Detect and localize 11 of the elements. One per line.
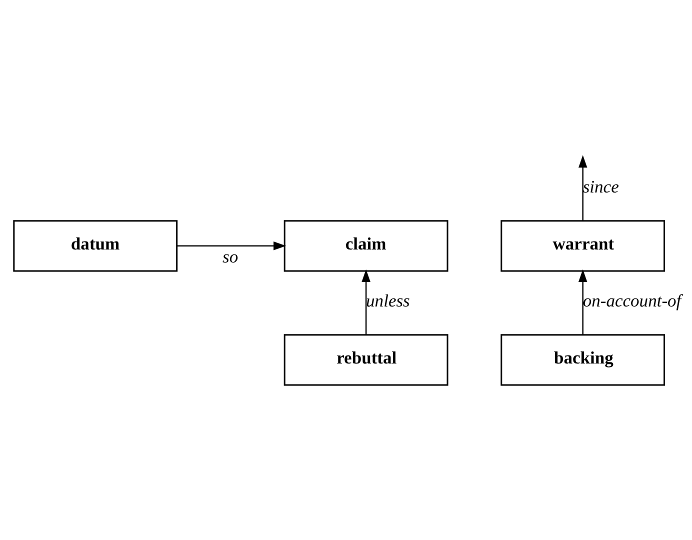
- node-box: backing: [500, 334, 666, 386]
- edge-label: so: [222, 246, 238, 266]
- arrow: [176, 241, 286, 250]
- arrow: [578, 154, 588, 220]
- node-box: warrant: [500, 220, 666, 272]
- arrow: [578, 268, 588, 334]
- node-box: claim: [284, 220, 448, 272]
- edge-label: unless: [366, 290, 410, 310]
- arrow: [362, 268, 370, 334]
- node-box: datum: [13, 220, 178, 272]
- node-box: rebuttal: [284, 334, 448, 386]
